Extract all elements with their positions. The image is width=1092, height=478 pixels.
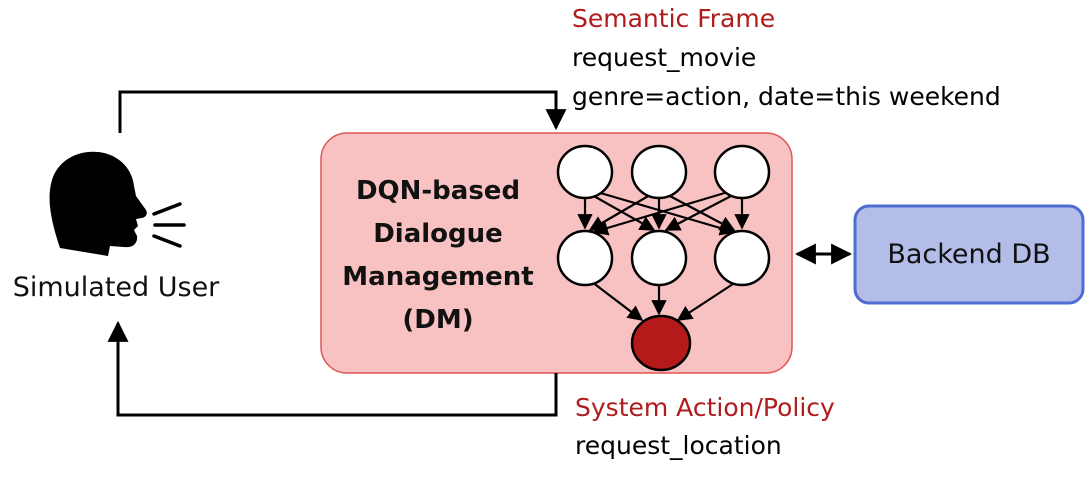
input-node xyxy=(556,144,614,200)
dm-label-line: Management xyxy=(342,262,534,292)
dm-to-user-arrow xyxy=(107,320,558,417)
user-to-dm-arrow xyxy=(118,90,567,133)
backend-db-box xyxy=(853,204,1085,305)
dm-label: DQN-based Dialogue Management (DM) xyxy=(338,170,538,342)
output-node xyxy=(630,314,692,372)
hidden-node xyxy=(556,229,614,287)
backend-db-label: Backend DB xyxy=(887,238,1051,270)
simulated-user-label: Simulated User xyxy=(12,272,220,303)
semantic-frame-title: Semantic Frame xyxy=(572,4,776,33)
speaking-head-icon xyxy=(49,151,186,256)
hidden-node xyxy=(630,229,688,287)
dm-label-line: (DM) xyxy=(402,305,474,335)
system-action-title: System Action/Policy xyxy=(575,393,835,422)
semantic-frame-slots: genre=action, date=this weekend xyxy=(572,82,1001,111)
semantic-frame-intent: request_movie xyxy=(572,43,757,72)
input-node xyxy=(713,144,771,200)
input-node xyxy=(630,144,688,200)
dm-label-line: DQN-based xyxy=(355,176,521,206)
dm-label-line: Dialogue xyxy=(373,219,503,249)
hidden-node xyxy=(713,229,771,287)
system-action-value: request_location xyxy=(575,431,782,460)
network-edges xyxy=(577,190,750,321)
